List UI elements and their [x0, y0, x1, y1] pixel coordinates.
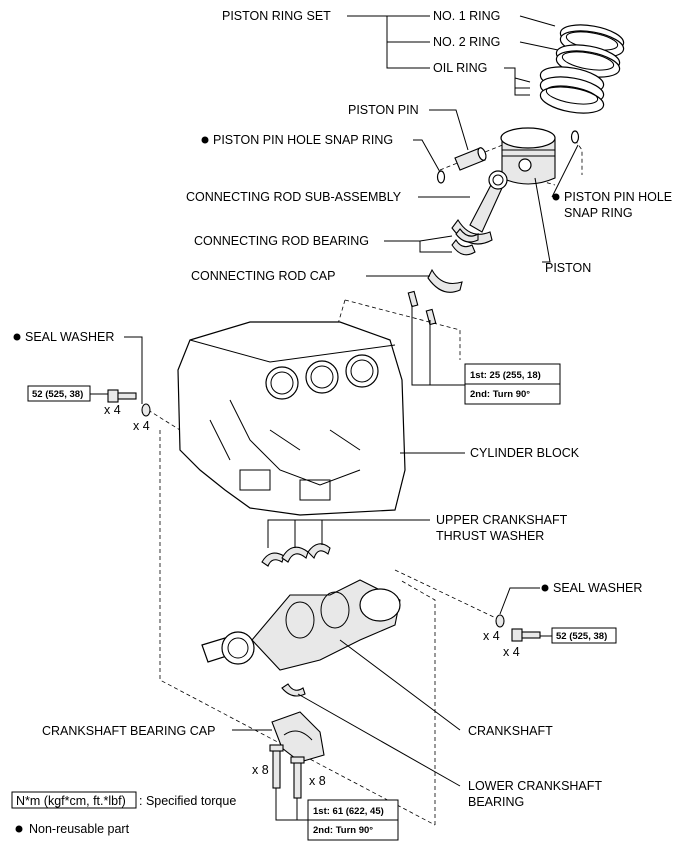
legend-nonreusable: Non-reusable part [29, 822, 130, 836]
torque-box-left: 52 (525, 38) [27, 385, 91, 402]
label-lower-bearing-2: BEARING [468, 795, 524, 809]
nonreusable-bullets [13, 136, 560, 833]
torque-rod-1st: 1st: 25 (255, 18) [470, 370, 541, 381]
assembly-guide-lines [147, 139, 583, 826]
torque-box-right: 52 (525, 38) [551, 627, 617, 644]
label-oil-ring: OIL RING [433, 61, 487, 75]
label-upper-thrust-1: UPPER CRANKSHAFT [436, 513, 568, 527]
qty-left-washer: x 4 [133, 419, 150, 433]
piston-part [500, 127, 556, 185]
qty-left-bolt: x 4 [104, 403, 121, 417]
text-labels: PISTON RING SET NO. 1 RING NO. 2 RING OI… [25, 9, 672, 809]
bullet-icon [201, 136, 209, 144]
torque-cap-2nd: 2nd: Turn 90° [313, 825, 373, 836]
qty-cap-bolt-a: x 8 [252, 763, 269, 777]
snap-ring-right-part [570, 130, 580, 144]
legend-unit-text: : Specified torque [139, 794, 236, 808]
snap-ring-left-part [436, 170, 446, 184]
right-bolt-part [511, 628, 541, 642]
right-seal-washer-part [495, 614, 505, 628]
left-bolt-part [107, 389, 137, 403]
left-seal-washer-part [141, 403, 151, 417]
label-no2-ring: NO. 2 RING [433, 35, 500, 49]
label-crankshaft: CRANKSHAFT [468, 724, 553, 738]
qty-right-bolt: x 4 [503, 645, 520, 659]
qty-cap-bolt-b: x 8 [309, 774, 326, 788]
label-snap-ring-right-1: PISTON PIN HOLE [564, 190, 672, 204]
upper-thrust-washer-part [261, 543, 331, 567]
label-lower-bearing-1: LOWER CRANKSHAFT [468, 779, 602, 793]
conn-rod-bearing-part [451, 228, 479, 256]
torque-box-cap: 1st: 61 (622, 45) 2nd: Turn 90° [307, 799, 399, 841]
label-crank-bearing-cap: CRANKSHAFT BEARING CAP [42, 724, 215, 738]
lower-bearing-part [281, 683, 306, 697]
conn-rod-cap-part [427, 268, 463, 293]
label-conn-rod-cap: CONNECTING ROD CAP [191, 269, 335, 283]
bullet-icon [15, 825, 23, 833]
bullet-icon [13, 333, 21, 341]
piston-pin-part [454, 147, 487, 171]
label-conn-rod-sub: CONNECTING ROD SUB-ASSEMBLY [186, 190, 402, 204]
torque-rod-2nd: 2nd: Turn 90° [470, 389, 530, 400]
label-conn-rod-bearing: CONNECTING ROD BEARING [194, 234, 369, 248]
torque-left-value: 52 (525, 38) [32, 389, 83, 400]
leader-lines [90, 15, 579, 821]
label-seal-washer-right: SEAL WASHER [553, 581, 642, 595]
torque-cap-1st: 1st: 61 (622, 45) [313, 806, 384, 817]
label-snap-ring-left: PISTON PIN HOLE SNAP RING [213, 133, 393, 147]
label-no1-ring: NO. 1 RING [433, 9, 500, 23]
torque-right-value: 52 (525, 38) [556, 631, 607, 642]
label-piston-ring-set: PISTON RING SET [222, 9, 331, 23]
label-cylinder-block: CYLINDER BLOCK [470, 446, 580, 460]
bullet-icon [541, 584, 549, 592]
label-upper-thrust-2: THRUST WASHER [436, 529, 544, 543]
bullet-icon [552, 193, 560, 201]
qty-right-washer: x 4 [483, 629, 500, 643]
crankshaft-part [201, 579, 401, 671]
conn-rod-bolts [407, 290, 437, 326]
legend: N*m (kgf*cm, ft.*lbf) : Specified torque… [11, 791, 236, 836]
label-snap-ring-right-2: SNAP RING [564, 206, 633, 220]
legend-unit-box: N*m (kgf*cm, ft.*lbf) [16, 794, 126, 808]
label-piston-pin: PISTON PIN [348, 103, 419, 117]
oil-ring-part [539, 66, 605, 114]
label-piston: PISTON [545, 261, 591, 275]
label-seal-washer-left: SEAL WASHER [25, 330, 114, 344]
cylinder-block-part [177, 321, 406, 516]
torque-box-rod: 1st: 25 (255, 18) 2nd: Turn 90° [464, 363, 561, 405]
quantity-labels: x 4 x 4 x 4 x 4 x 8 x 8 [104, 403, 520, 788]
